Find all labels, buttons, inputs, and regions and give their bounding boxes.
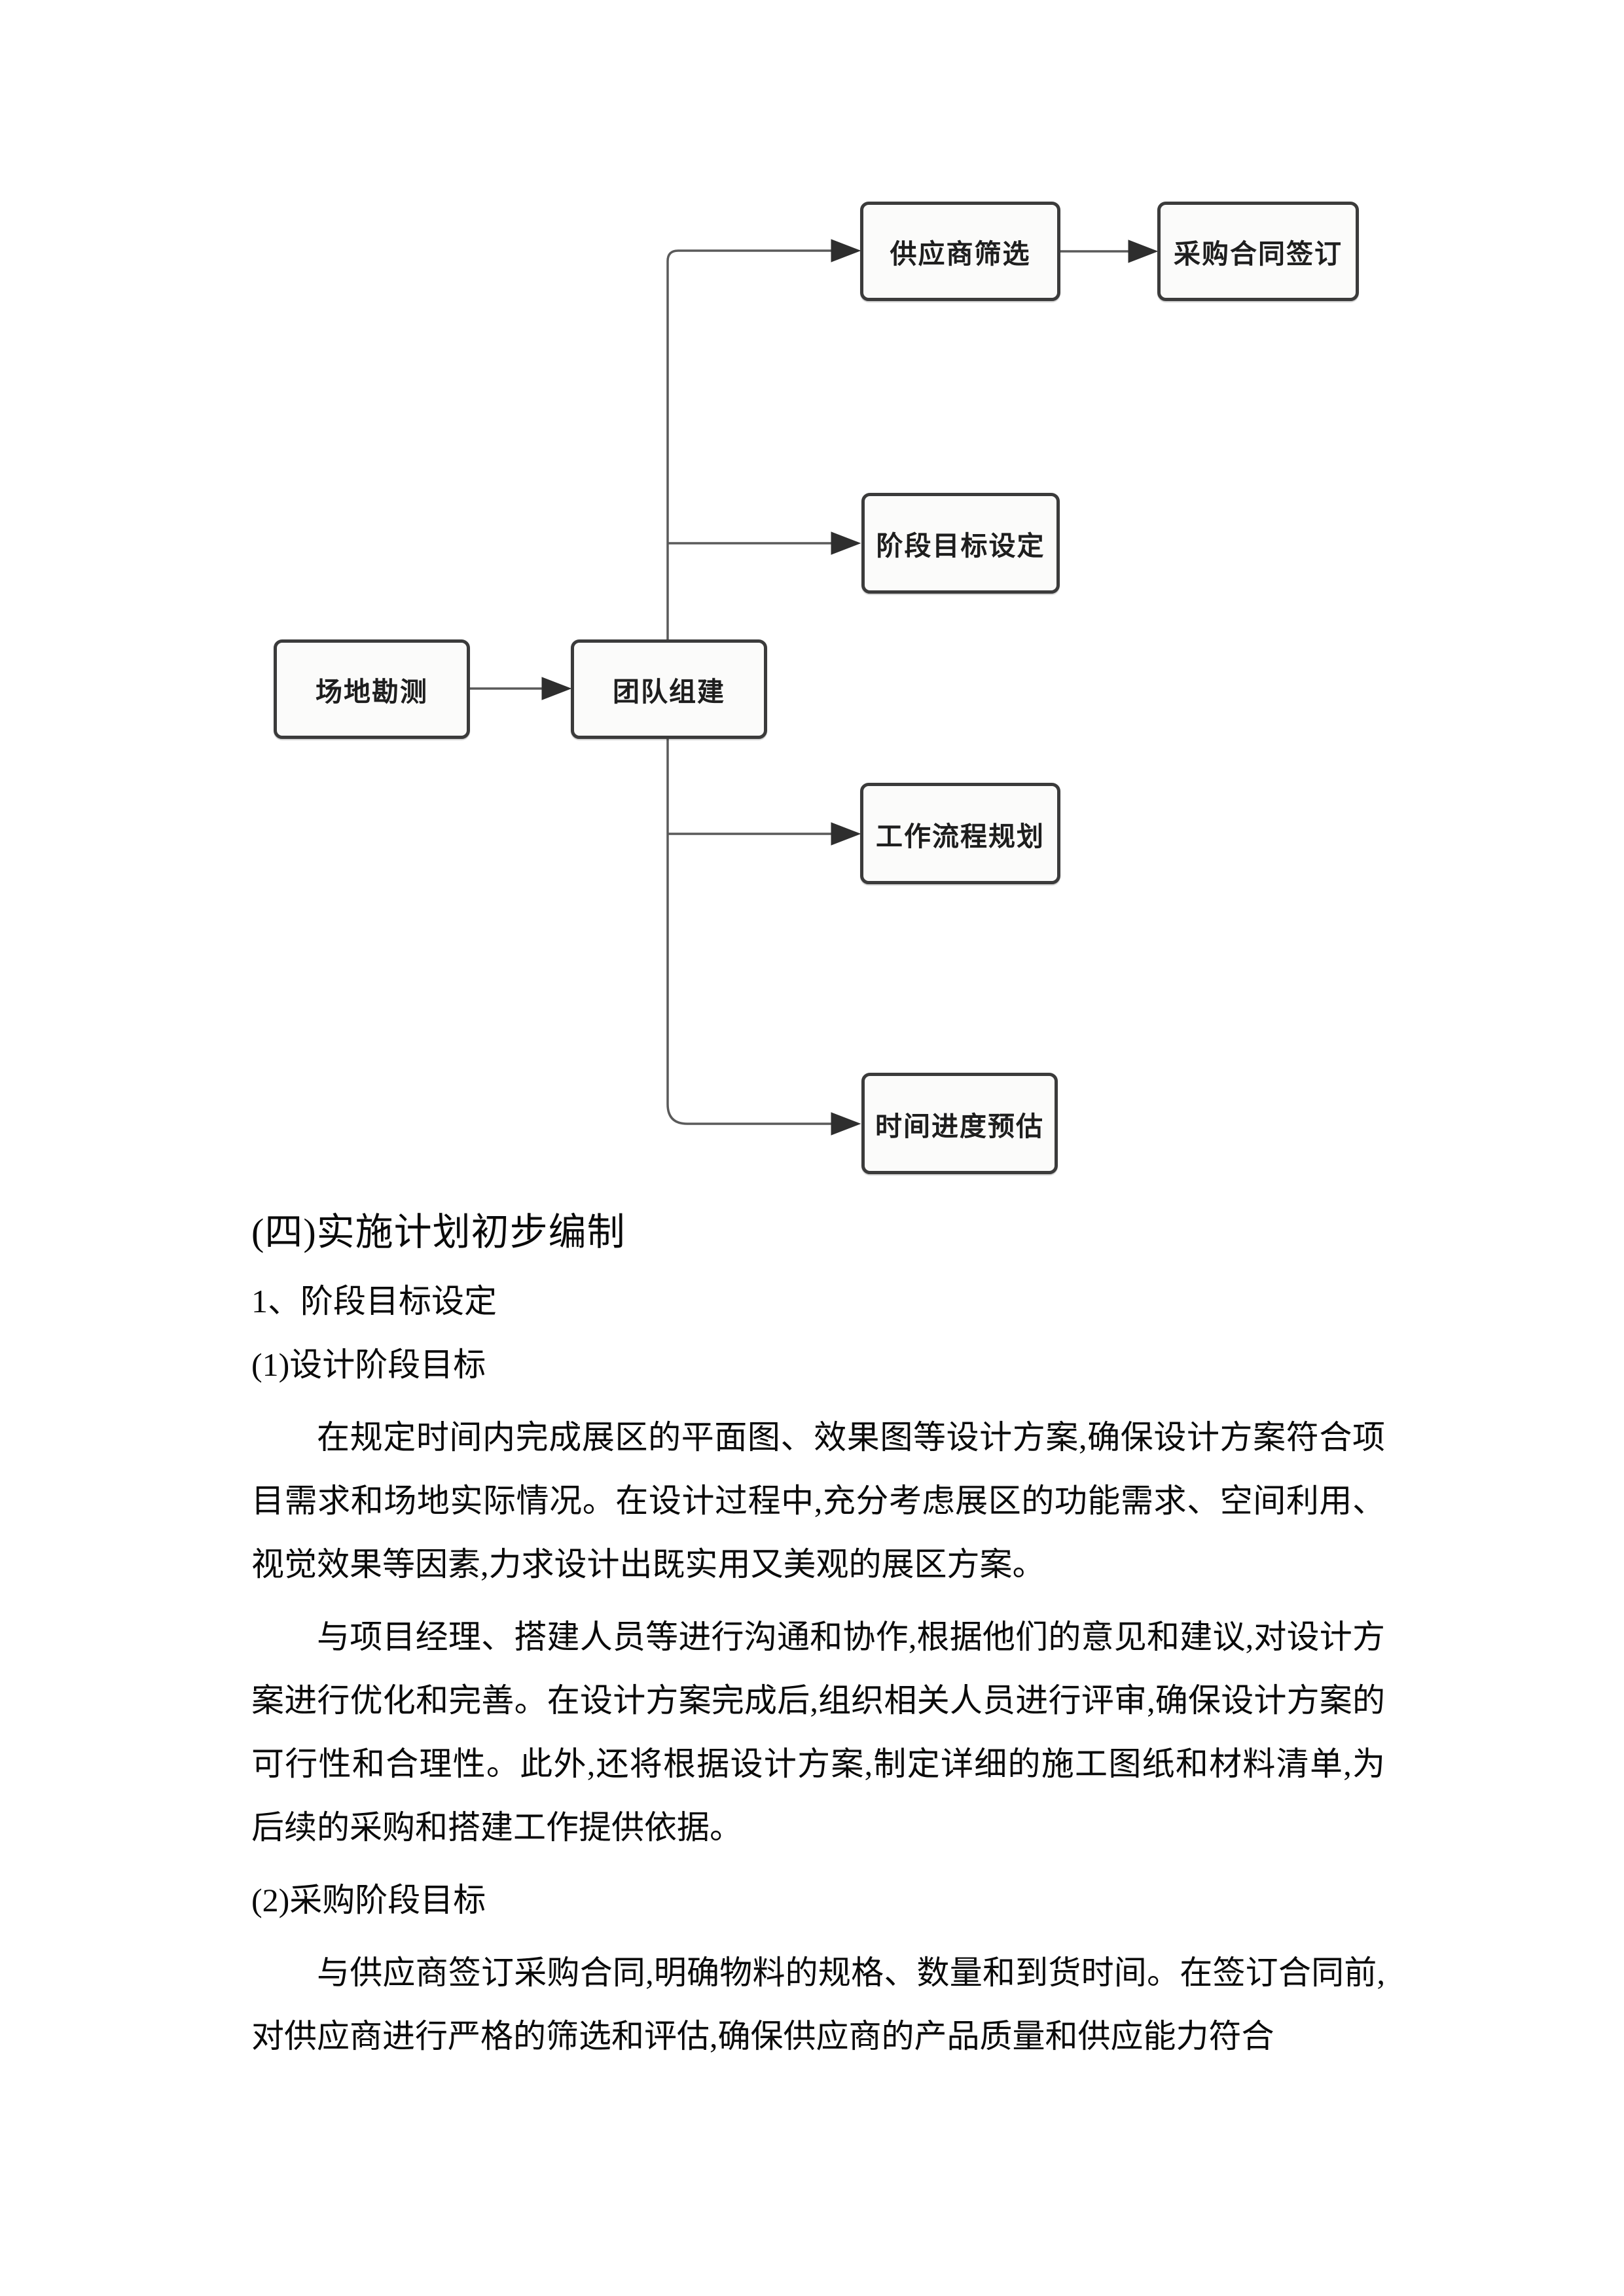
flow-node-label: 阶段目标设定 [876, 531, 1045, 561]
connector-supplier-to-contract [1060, 240, 1159, 263]
flowchart: 场地勘测 团队组建 供应商筛选 采购合同签订 阶段目标设定 工作流程规划 时间进… [274, 202, 1359, 1174]
flow-node-label: 工作流程规划 [876, 821, 1045, 852]
document-body: (四)实施计划初步编制 1、阶段目标设定 (1)设计阶段目标 在规定时间内完成展… [251, 1201, 1385, 2077]
flow-node-team-building: 团队组建 [571, 639, 767, 739]
flow-node-schedule-estimation: 时间进度预估 [861, 1073, 1058, 1174]
flow-node-purchase-contract: 采购合同签订 [1157, 202, 1359, 301]
connector-team-to-phase-goal [668, 531, 861, 555]
list-heading: 1、阶段目标设定 [251, 1283, 497, 1319]
section-heading: (四)实施计划初步编制 [251, 1211, 626, 1253]
flowchart-connectors [469, 239, 1159, 1136]
flow-node-label: 供应商筛选 [890, 239, 1031, 269]
flow-node-label: 时间进度预估 [875, 1111, 1044, 1141]
flow-node-supplier-screening: 供应商筛选 [860, 202, 1060, 301]
paragraph-design-goal-1: 在规定时间内完成展区的平面图、效果图等设计方案,确保设计方案符合项目需求和场地实… [251, 1419, 1385, 1583]
sub-heading-design: (1)设计阶段目标 [251, 1346, 486, 1383]
paragraph-design-goal-2: 与项目经理、搭建人员等进行沟通和协作,根据他们的意见和建议,对设计方案进行优化和… [251, 1619, 1385, 1846]
flow-node-label: 场地勘测 [316, 677, 428, 707]
flow-node-label: 团队组建 [613, 677, 725, 707]
sub-heading-procurement: (2)采购阶段目标 [251, 1882, 486, 1918]
flow-node-site-survey: 场地勘测 [274, 639, 470, 739]
flow-node-workflow-planning: 工作流程规划 [860, 783, 1060, 884]
flow-node-phase-goal: 阶段目标设定 [861, 493, 1060, 594]
flow-node-label: 采购合同签订 [1174, 239, 1343, 269]
paragraph-procurement-goal-1: 与供应商签订采购合同,明确物料的规格、数量和到货时间。在签订合同前,对供应商进行… [251, 1954, 1385, 2054]
connector-team-to-workflow [668, 822, 861, 846]
connector-survey-to-team [469, 677, 572, 700]
